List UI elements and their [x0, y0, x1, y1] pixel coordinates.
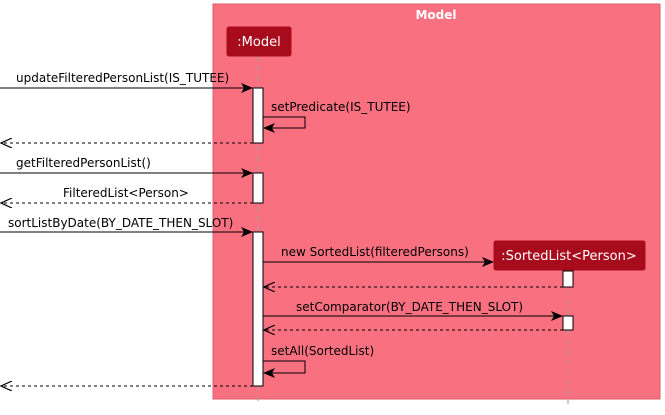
- message-label-filtered-list-return: FilteredList<Person>: [63, 186, 189, 200]
- model-activation-1: [252, 87, 264, 144]
- message-label-set-all: setAll(SortedList): [271, 344, 374, 358]
- message-label-sort-list: sortListByDate(BY_DATE_THEN_SLOT): [8, 216, 233, 230]
- message-label-new-sortedlist: new SortedList(filteredPersons): [281, 245, 469, 259]
- sortedlist-activation-2: [562, 315, 574, 331]
- message-label-set-predicate: setPredicate(IS_TUTEE): [271, 100, 411, 114]
- model-activation-3: [252, 231, 264, 387]
- message-label-update-filtered: updateFilteredPersonList(IS_TUTEE): [16, 71, 229, 85]
- participant-model: :Model: [226, 26, 292, 57]
- participant-sortedlist-label: :SortedList<Person>: [501, 249, 636, 264]
- message-arrow-set-all: [263, 360, 306, 378]
- message-arrow-set-predicate: [263, 116, 306, 133]
- participant-model-box: [226, 26, 292, 57]
- sortedlist-activation-1: [562, 270, 574, 288]
- participant-sortedlist: :SortedList<Person>: [493, 240, 646, 271]
- participant-model-label: :Model: [237, 35, 280, 50]
- message-label-get-filtered: getFilteredPersonList(): [16, 156, 151, 170]
- model-activation-2: [252, 172, 264, 204]
- model-group-box: [212, 3, 661, 400]
- model-group-title: Model: [415, 8, 456, 22]
- message-label-set-comparator: setComparator(BY_DATE_THEN_SLOT): [296, 300, 523, 314]
- participant-sortedlist-box: [493, 240, 646, 271]
